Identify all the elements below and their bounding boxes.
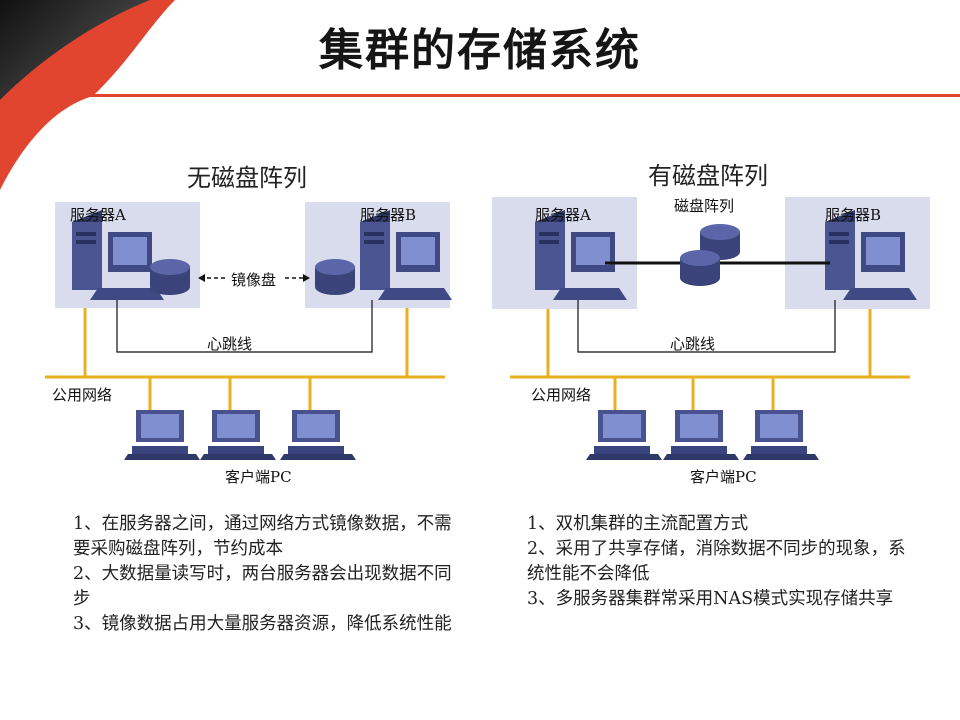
page-title: 集群的存储系统 [319,25,641,76]
disk-array-icon [680,250,720,286]
public-network-label: 公用网络 [531,386,592,404]
note-item: 2、大数据量读写时，两台服务器会出现数据不同步 [73,564,452,609]
note-item: 2、采用了共享存储，消除数据不同步的现象，系统性能不会降低 [527,539,906,584]
client-pc-icon [200,410,276,460]
heartbeat-label: 心跳线 [207,335,253,353]
server-a-label: 服务器A [535,206,591,224]
public-network-label: 公用网络 [52,386,113,404]
client-pc-icon [280,410,356,460]
client-pc-icon [586,410,662,460]
note-item: 3、多服务器集群常采用NAS模式实现存储共享 [527,589,894,609]
right-section-title: 有磁盘阵列 [648,162,768,190]
right-notes: 1、双机集群的主流配置方式 2、采用了共享存储，消除数据不同步的现象，系统性能不… [527,512,909,612]
disk-array-label: 磁盘阵列 [674,197,735,215]
header-dark-corner [0,0,150,100]
header-white-panel [95,0,960,94]
client-pc-icon [663,410,739,460]
heartbeat-line-right [577,300,836,353]
clients-label: 客户端PC [690,468,757,486]
clients-label: 客户端PC [225,468,292,486]
mirror-disk-b-icon [315,259,355,295]
heartbeat-label: 心跳线 [670,335,716,353]
left-notes: 1、在服务器之间，通过网络方式镜像数据，不需要采购磁盘阵列，节约成本 2、大数据… [73,512,455,637]
client-pc-icon [743,410,819,460]
note-item: 1、在服务器之间，通过网络方式镜像数据，不需要采购磁盘阵列，节约成本 [73,514,452,559]
left-section-title: 无磁盘阵列 [187,164,307,192]
server-b-label: 服务器B [825,206,882,224]
note-item: 3、镜像数据占用大量服务器资源，降低系统性能 [73,614,452,634]
arrow-head-icon [198,274,205,282]
client-pc-icon [124,410,200,460]
server-a-label: 服务器A [70,206,126,224]
mirror-disk-a-icon [150,259,190,295]
note-item: 1、双机集群的主流配置方式 [527,514,749,534]
arrow-head-icon [303,274,310,282]
heartbeat-line-left [116,300,373,353]
mirror-disk-label: 镜像盘 [231,271,277,289]
server-b-label: 服务器B [360,206,417,224]
